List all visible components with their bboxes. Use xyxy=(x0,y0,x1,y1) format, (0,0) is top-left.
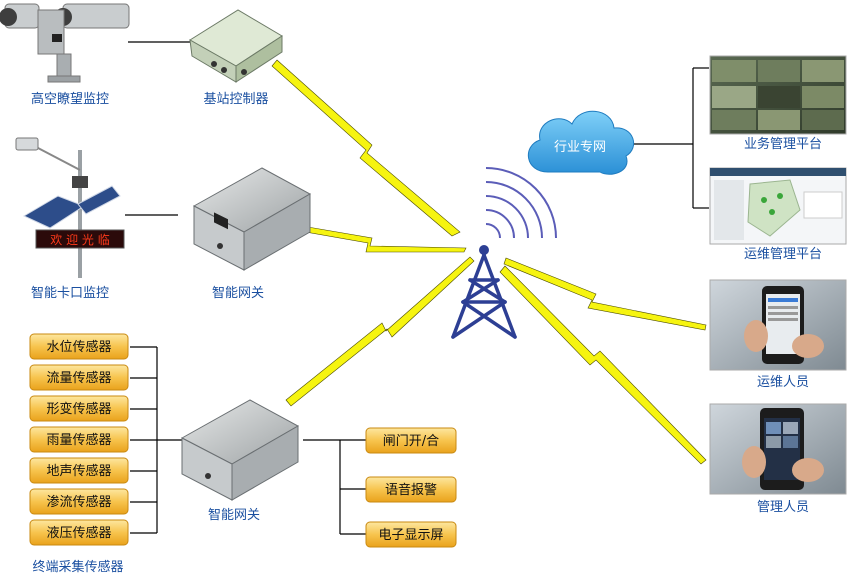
gateway-1-icon xyxy=(192,167,312,271)
sensor-box xyxy=(29,519,129,546)
checkpoint-pole-icon: 欢 迎 光 临 xyxy=(15,137,125,278)
business-platform-label: 业务管理平台 xyxy=(744,136,822,152)
ptz-camera-icon xyxy=(0,3,130,83)
sensor-box xyxy=(29,364,129,391)
output-box xyxy=(365,476,457,503)
sensor-item: 渗流传感器 xyxy=(29,488,129,515)
camera-label: 高空瞭望监控 xyxy=(31,91,109,107)
ops-platform-screen xyxy=(709,167,847,245)
cloud-label: 行业专网 xyxy=(554,140,606,155)
controller-label: 基站控制器 xyxy=(203,92,268,107)
gateway-2-icon xyxy=(180,399,300,501)
sensor-item: 形变传感器 xyxy=(29,395,129,422)
sensor-item: 水位传感器 xyxy=(29,333,129,360)
output-label: 电子显示屏 xyxy=(378,528,443,543)
output-item: 闸门开/合 xyxy=(365,427,457,454)
sensor-box xyxy=(29,426,129,453)
wireless-link-ops-platform xyxy=(503,257,707,331)
gateway-2-label: 智能网关 xyxy=(208,508,260,523)
ops-platform-label: 运维管理平台 xyxy=(744,247,822,262)
output-item: 语音报警 xyxy=(365,476,457,503)
cloud-icon: 行业专网 xyxy=(527,110,635,175)
management-staff-label: 管理人员 xyxy=(757,500,809,515)
sensor-box xyxy=(29,488,129,515)
sensor-label: 地声传感器 xyxy=(46,463,111,479)
radio-waves xyxy=(485,167,557,239)
checkpoint-label: 智能卡口监控 xyxy=(31,286,109,301)
connection-lines xyxy=(125,41,709,535)
sensor-box xyxy=(29,333,129,360)
wireless-links xyxy=(271,59,707,465)
tower-icon xyxy=(451,245,517,339)
sensor-label: 雨量传感器 xyxy=(46,432,111,448)
sensor-item: 雨量传感器 xyxy=(29,426,129,453)
management-staff-photo xyxy=(709,403,847,495)
business-platform-screen xyxy=(709,55,847,135)
sensor-label: 流量传感器 xyxy=(46,370,111,386)
sensor-label: 液压传感器 xyxy=(46,525,111,541)
wireless-link-gateway1 xyxy=(299,225,467,253)
sensor-label: 渗流传感器 xyxy=(46,494,111,510)
ops-staff-photo xyxy=(709,279,847,371)
ops-staff-label: 运维人员 xyxy=(757,375,809,390)
wireless-link-management xyxy=(499,265,707,465)
gateway-1-label: 智能网关 xyxy=(212,286,264,301)
sensor-label: 水位传感器 xyxy=(46,339,111,355)
output-label: 闸门开/合 xyxy=(383,434,439,449)
output-box xyxy=(365,427,457,454)
output-item: 电子显示屏 xyxy=(365,521,457,548)
output-label: 语音报警 xyxy=(385,482,437,498)
sensor-item: 流量传感器 xyxy=(29,364,129,391)
wireless-link-gateway2 xyxy=(285,256,475,407)
sensor-box xyxy=(29,457,129,484)
sensor-item: 液压传感器 xyxy=(29,519,129,546)
controller-box-icon xyxy=(189,9,283,83)
wireless-link-controller xyxy=(271,59,461,237)
sensor-label: 形变传感器 xyxy=(46,401,111,417)
output-box xyxy=(365,521,457,548)
led-sign-text: 欢 迎 光 临 xyxy=(50,232,109,247)
sensor-group-label: 终端采集传感器 xyxy=(32,559,123,575)
sensor-box xyxy=(29,395,129,422)
sensor-item: 地声传感器 xyxy=(29,457,129,484)
